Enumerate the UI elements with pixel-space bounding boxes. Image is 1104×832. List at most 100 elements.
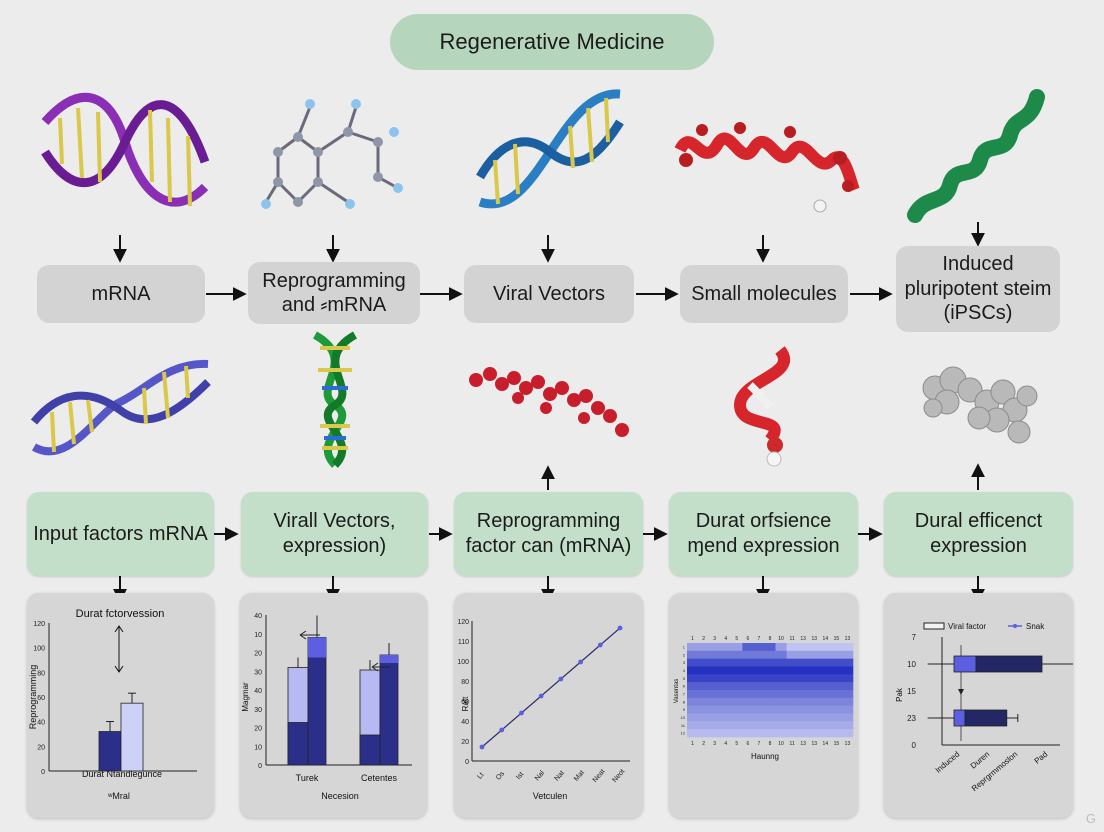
- x-axis-label: Haunng: [751, 752, 779, 761]
- x-tick-label: 4: [724, 741, 727, 747]
- heatmap-cell: [753, 705, 765, 714]
- heatmap-cell: [786, 650, 798, 659]
- heatmap-cell: [830, 674, 843, 683]
- heatmap-cell: [808, 705, 821, 714]
- heatmap-cell: [753, 721, 765, 730]
- heatmap-cell: [797, 650, 810, 659]
- heatmap-cell: [775, 666, 787, 675]
- x-tick-label: Os: [495, 770, 506, 782]
- bar-dark: [379, 654, 399, 766]
- bar-dark-segment: [359, 734, 381, 766]
- y-tick-label: 40: [461, 719, 469, 726]
- y-tick-label: 11: [681, 723, 686, 728]
- heatmap-cell: [764, 666, 776, 675]
- y-tick-label: 40: [254, 688, 262, 695]
- data-line: [481, 627, 621, 748]
- heatmap-cell: [698, 682, 710, 691]
- x-tick-label: Lt: [476, 772, 485, 781]
- heatmap-cell: [797, 643, 810, 652]
- box-durat-expression: Durat orfsience ɱend expression: [669, 492, 858, 576]
- heatmap-cell: [830, 705, 843, 714]
- x-tick-label: Neot: [611, 768, 626, 784]
- box-ipscs: Induced pluripotent steim (iPSCs): [896, 246, 1060, 332]
- box-dark: [975, 655, 1043, 673]
- heatmap-cell: [687, 674, 699, 683]
- x-tick-label-top: 7: [758, 636, 761, 642]
- heatmap-cell: [709, 697, 721, 706]
- heatmap-cell: [753, 658, 765, 667]
- legend-swatch-dot: [1013, 624, 1017, 628]
- y-tick-label: 15: [907, 687, 916, 696]
- box-mrna: mRNA: [37, 265, 205, 323]
- x-tick-label: Ist: [515, 771, 525, 781]
- heatmap-cell: [753, 690, 765, 699]
- heatmap-cell: [841, 674, 854, 683]
- heatmap-cell: [841, 666, 854, 675]
- heatmap-cell: [753, 666, 765, 675]
- y-tick-label: 30: [254, 707, 262, 714]
- legend-label: Snak: [1026, 622, 1045, 631]
- heatmap-cell: [764, 721, 776, 730]
- y-tick-label: 40: [37, 720, 45, 727]
- heatmap-cell: [687, 705, 699, 714]
- heatmap-cell: [830, 682, 843, 691]
- watermark-text: G: [1085, 811, 1096, 826]
- data-point: [499, 727, 505, 733]
- heatmap-cell: [808, 650, 821, 659]
- y-tick-label: 30: [254, 669, 262, 676]
- heatmap-cell: [720, 690, 732, 699]
- heatmap-cell: [709, 713, 721, 722]
- bar: [120, 702, 144, 772]
- heatmap-cell: [687, 666, 699, 675]
- x-tick-label: Durat Ntandlegunce: [82, 769, 162, 779]
- heatmap-cell: [786, 705, 798, 714]
- x-tick-label: 10: [778, 741, 784, 747]
- y-tick-label: 60: [37, 695, 45, 702]
- heatmap-cell: [775, 721, 787, 730]
- heatmap-cell: [720, 650, 732, 659]
- x-tick-label: 13: [811, 741, 817, 747]
- heatmap-cell: [819, 697, 832, 706]
- x-tick-label-top: 5: [735, 636, 738, 642]
- heatmap-cell: [808, 666, 821, 675]
- x-tick-label-top: 13: [800, 636, 806, 642]
- heatmap-cell: [698, 674, 710, 683]
- diagram-title: Regenerative Medicine: [390, 14, 714, 70]
- heatmap-cell: [764, 697, 776, 706]
- heatmap-cell: [775, 729, 787, 738]
- y-tick-label: 20: [461, 739, 469, 746]
- annotation-arrow: [371, 662, 390, 672]
- heatmap-cell: [797, 705, 810, 714]
- heatmap-cell: [731, 643, 743, 652]
- box-light: [953, 655, 977, 673]
- heatmap-cell: [808, 713, 821, 722]
- heatmap-cell: [830, 658, 843, 667]
- x-tick-label: 13: [845, 741, 851, 747]
- heatmap-cell: [775, 682, 787, 691]
- red-sphere-chain-icon: [469, 367, 629, 437]
- y-tick-label: 10: [681, 715, 686, 720]
- y-tick-label: 110: [458, 639, 469, 646]
- marker-arrow: [958, 689, 964, 695]
- heatmap-cell: [687, 713, 699, 722]
- heatmap-cell: [841, 690, 854, 699]
- heatmap-cell: [808, 729, 821, 738]
- x-tick-label: 13: [800, 741, 806, 747]
- y-axis-label: Reprogramming: [28, 665, 38, 730]
- heatmap-cell: [742, 713, 754, 722]
- heatmap-cell: [742, 690, 754, 699]
- heatmap-cell: [720, 682, 732, 691]
- heatmap-cell: [797, 713, 810, 722]
- x-tick-label-top: 13: [845, 636, 851, 642]
- x-tick-label-top: 13: [811, 636, 817, 642]
- heatmap-cell: [841, 658, 854, 667]
- x-tick-label: 7: [758, 741, 761, 747]
- heatmap-cell: [819, 682, 832, 691]
- heatmap-cell: [731, 666, 743, 675]
- heatmap-cell: [709, 643, 721, 652]
- heatmap-cell: [753, 697, 765, 706]
- heatmap-cell: [830, 729, 843, 738]
